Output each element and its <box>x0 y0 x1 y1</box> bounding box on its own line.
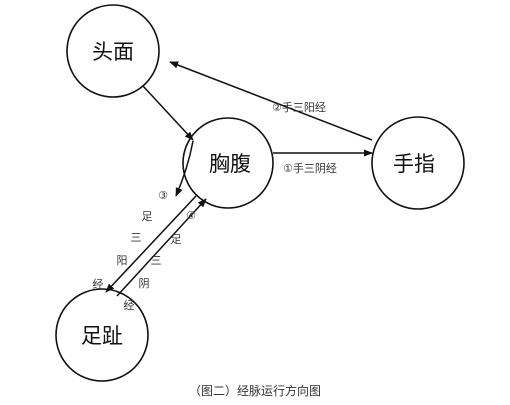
edge-hand-to-head <box>169 61 373 141</box>
node-head-label: 头面 <box>92 40 134 64</box>
label-head-to-foot: ③ 足 三 阳 经 <box>93 189 169 291</box>
edge-head-to-chest-continuation <box>175 140 194 197</box>
node-foot-label: 足趾 <box>81 324 123 348</box>
label-foot-to-chest: ④ 足 三 阴 经 <box>124 209 197 312</box>
label-chest-to-hand: ①手三阴经 <box>283 161 337 175</box>
node-chest: 胸腹 <box>182 117 274 209</box>
label-foot-to-chest-char: 经 <box>124 299 135 312</box>
label-head-to-foot-char: 阳 <box>117 254 128 267</box>
edge-head-to-chest <box>142 85 194 141</box>
node-foot-circle <box>55 288 149 382</box>
edge-yang-to-foot <box>105 195 197 293</box>
label-foot-to-chest-char: 三 <box>151 254 162 267</box>
label-head-to-foot-char: 三 <box>131 231 142 244</box>
label-foot-to-chest-char: 足 <box>171 233 182 246</box>
node-chest-circle <box>182 117 274 209</box>
node-head: 头面 <box>66 4 160 98</box>
figure-caption: （图二）经脉运行方向图 <box>188 384 321 398</box>
node-hand-circle <box>371 116 465 210</box>
label-head-to-foot-marker: ③ <box>158 189 168 202</box>
edge-foot-to-chest <box>116 198 207 297</box>
label-foot-to-chest-char: 阴 <box>139 277 150 290</box>
label-head-to-foot-char: 经 <box>93 278 104 291</box>
node-hand: 手指 <box>371 116 465 210</box>
node-foot: 足趾 <box>55 288 149 382</box>
node-chest-label: 胸腹 <box>209 152 251 176</box>
node-head-circle <box>66 4 160 98</box>
label-hand-to-head: ②手三阳经 <box>272 100 326 114</box>
node-hand-label: 手指 <box>393 152 435 176</box>
label-foot-to-chest-marker: ④ <box>186 209 196 222</box>
label-head-to-foot-char: 足 <box>142 210 153 223</box>
